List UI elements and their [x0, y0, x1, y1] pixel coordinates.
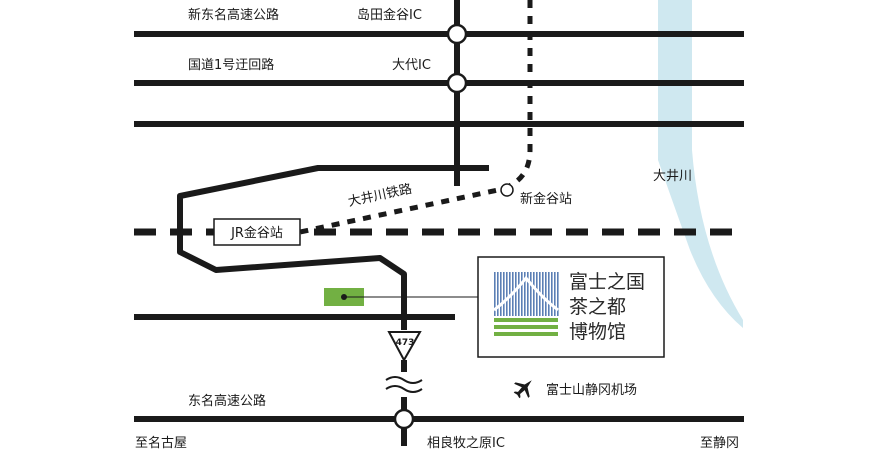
museum-name-line3: 博物馆	[569, 321, 626, 343]
museum-name-line2: 茶之都	[569, 296, 626, 318]
oigawa-railway-label: 大井川铁路	[347, 181, 414, 210]
museum-logo-stripe	[500, 272, 502, 316]
sagara-makinohara-ic-label: 相良牧之原IC	[427, 435, 505, 451]
shin-kanaya-station-label: 新金谷站	[520, 191, 572, 207]
museum-logo-stripe	[509, 272, 511, 316]
road-break-symbol	[385, 376, 423, 393]
museum-logo-stripe	[527, 272, 529, 316]
route1-bypass-label: 国道1号迂回路	[188, 57, 274, 73]
museum-logo-stripe	[533, 272, 535, 316]
airport-label: 富士山静冈机场	[546, 382, 637, 398]
museum-logo-stripe	[542, 272, 544, 316]
jr-kanaya-station-box	[213, 218, 301, 246]
museum-logo-stripe	[494, 272, 496, 316]
shimada-kanaya-ic-marker	[446, 23, 468, 45]
museum-logo-stripe	[536, 272, 538, 316]
daidai-ic-marker	[446, 72, 468, 94]
museum-logo-stripe	[551, 272, 553, 316]
museum-logo-stripe	[530, 272, 532, 316]
museum-logo-stripe	[515, 272, 517, 316]
museum-name-line1: 富士之国	[569, 271, 645, 293]
museum-logo-stripe	[557, 272, 559, 316]
tomei-label: 东名高速公路	[188, 393, 266, 409]
oigawa-railway-line	[299, 0, 533, 235]
museum-logo-band-2	[494, 325, 558, 329]
route-473-shield	[387, 331, 422, 363]
museum-logo-stripe	[506, 272, 508, 316]
sagara-makinohara-ic-marker	[393, 408, 415, 430]
airplane-icon	[513, 380, 532, 399]
museum-logo-band-1	[494, 318, 558, 322]
west-direction-label: 至名古屋	[135, 435, 187, 451]
local-road-winding	[177, 165, 489, 330]
shimada-kanaya-ic-label: 岛田金谷IC	[357, 7, 422, 23]
museum-logo-stripe	[554, 272, 556, 316]
museum-logo-stripe	[518, 272, 520, 316]
museum-logo-mountain	[493, 275, 559, 312]
shin-kanaya-station-marker	[500, 183, 514, 197]
museum-logo-stripe	[548, 272, 550, 316]
museum-logo-stripe	[497, 272, 499, 316]
route-473-number: 473	[396, 338, 415, 348]
museum-logo-band-3	[494, 332, 558, 336]
river-label: 大井川	[653, 169, 692, 184]
museum-logo-stripe	[524, 272, 526, 316]
oigawa-river	[658, 0, 743, 328]
museum-logo-stripe	[503, 272, 505, 316]
daidai-ic-label: 大代IC	[392, 58, 431, 73]
shin-tomei-label: 新东名高速公路	[188, 7, 279, 23]
jr-kanaya-station-label: JR金谷站	[230, 225, 283, 241]
museum-logo	[493, 272, 559, 336]
museum-logo-stripe	[545, 272, 547, 316]
museum-logo-stripe	[521, 272, 523, 316]
east-direction-label: 至静冈	[700, 436, 739, 451]
